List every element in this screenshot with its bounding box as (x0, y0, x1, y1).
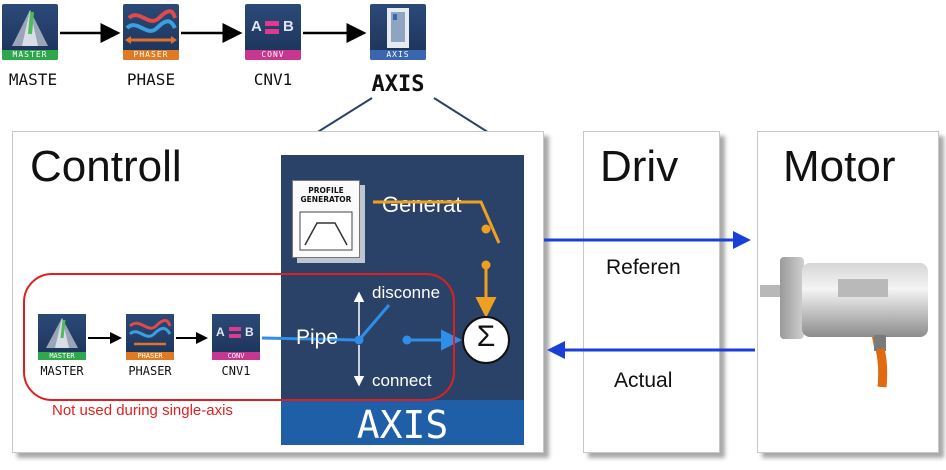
master-icon-top: MASTER (2, 4, 58, 60)
conv-a-label: A (251, 18, 262, 35)
drive-title: Driv (600, 142, 679, 191)
pipe-switch-blade (357, 304, 391, 341)
sum-symbol: Σ (476, 320, 496, 353)
icon-tag: PHASER (123, 50, 179, 60)
inner-phaser-caption: PHASER (128, 364, 172, 378)
icon-tag: CONV (245, 50, 301, 60)
icon-tag: PHASER (126, 352, 174, 360)
phaser-glyph-icon (128, 318, 172, 346)
equals-icon (265, 29, 279, 34)
equals-icon (229, 327, 241, 331)
sum-node (462, 316, 510, 364)
master-caption: MASTE (8, 70, 58, 89)
axis-icon-top: AXIS (370, 4, 426, 60)
phaser-glyph-icon (125, 9, 177, 44)
pipe-switch-node (354, 335, 364, 345)
inner-master-caption: MASTER (40, 364, 84, 378)
conv-caption: CNV1 (253, 70, 293, 89)
conv-icon-inner: A B CONV (212, 314, 260, 360)
connect-label: connect (372, 371, 432, 390)
drive-panel (583, 131, 720, 453)
conv-b-label: B (245, 325, 254, 339)
profile-generator-box: PROFILE GENERATOR (292, 180, 360, 258)
phaser-icon-inner: PHASER (126, 314, 174, 360)
axis-internal-wiring (353, 200, 510, 387)
pipe-label: Pipe (296, 326, 339, 349)
axis-footer-label: AXIS (356, 403, 449, 447)
servo-motor-image (760, 257, 928, 388)
inner-conv-caption: CNV1 (221, 364, 251, 378)
axis-caption: AXIS (371, 72, 425, 97)
not-used-note: Not used during single-axis (52, 402, 233, 419)
motor-title: Motor (783, 142, 896, 191)
icon-tag: AXIS (370, 50, 426, 60)
actual-label: Actual (614, 369, 673, 392)
generator-path (373, 200, 501, 244)
icon-tag: MASTER (2, 50, 58, 60)
master-icon-inner: MASTER (38, 314, 86, 360)
reference-label: Referen (606, 256, 681, 279)
equals-icon (229, 334, 241, 338)
equals-icon (265, 21, 279, 26)
conv-b-label: B (283, 18, 294, 35)
master-glyph-icon (46, 318, 78, 348)
axis-footer (281, 400, 524, 445)
phaser-caption: PHASE (126, 70, 176, 89)
phaser-icon-top: PHASER (123, 4, 179, 60)
controller-title: Controll (30, 142, 182, 191)
conv-icon-top: A B CONV (245, 4, 301, 60)
conv-a-label: A (216, 325, 225, 339)
generator-label: Generat (382, 192, 462, 217)
profile-generator-label: PROFILE GENERATOR (300, 186, 352, 204)
generator-switch-node (481, 224, 491, 234)
master-glyph-icon (12, 10, 48, 46)
drive-unit-icon (387, 8, 409, 48)
disconnect-label: disconne (372, 283, 441, 302)
icon-tag: CONV (212, 352, 260, 360)
icon-tag: MASTER (38, 352, 86, 360)
trapezoid-profile-icon (299, 211, 353, 251)
